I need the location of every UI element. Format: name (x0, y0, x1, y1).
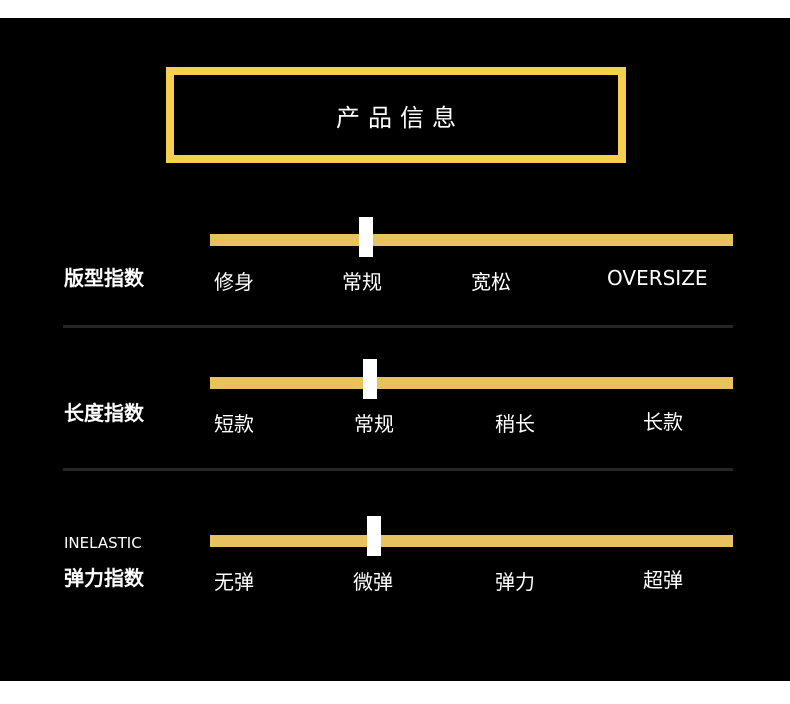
fit-option-slim: 修身 (214, 270, 254, 294)
length-option-long: 长款 (643, 410, 683, 434)
fit-index-track (210, 234, 733, 246)
elasticity-option-stretch: 弹力 (495, 570, 535, 594)
row-divider (63, 468, 733, 471)
page-title: 产品信息 (336, 103, 464, 132)
elasticity-option-slight: 微弹 (353, 570, 393, 594)
fit-option-oversize: OVERSIZE (607, 266, 708, 290)
length-index-track (210, 377, 733, 389)
length-option-longish: 稍长 (495, 412, 535, 436)
elasticity-index-marker (367, 516, 381, 556)
length-option-regular: 常规 (354, 412, 394, 436)
elasticity-sublabel: INELASTIC (64, 534, 142, 552)
fit-index-marker (359, 217, 373, 257)
fit-option-loose: 宽松 (471, 270, 511, 294)
fit-option-regular: 常规 (342, 270, 382, 294)
elasticity-index-label: 弹力指数 (64, 566, 144, 590)
product-info-panel: 产品信息 版型指数 修身 常规 宽松 OVERSIZE 长度指数 短款 常规 稍… (0, 18, 790, 681)
length-index-label: 长度指数 (64, 401, 144, 425)
length-index-marker (363, 359, 377, 399)
length-option-short: 短款 (214, 412, 254, 436)
fit-index-label: 版型指数 (64, 266, 144, 290)
title-frame: 产品信息 (166, 67, 626, 163)
elasticity-index-track (210, 535, 733, 547)
row-divider (63, 325, 733, 328)
elasticity-option-super: 超弹 (643, 568, 683, 592)
elasticity-option-none: 无弹 (214, 570, 254, 594)
